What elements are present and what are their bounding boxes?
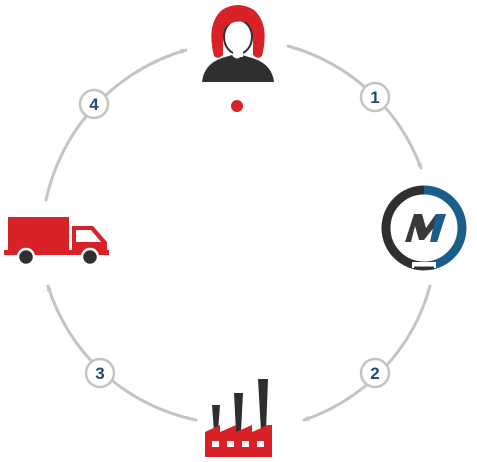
step-badge-2: 2 (359, 357, 391, 389)
factory-icon (205, 379, 272, 457)
customer-icon (202, 5, 274, 112)
arc-logo-to-factory (302, 284, 432, 422)
arc-factory-to-truck (46, 284, 198, 422)
svg-text:4: 4 (89, 95, 99, 114)
svg-text:1: 1 (370, 88, 379, 107)
arc-customer-to-logo (286, 44, 423, 170)
step-badge-1: 1 (359, 81, 391, 113)
svg-text:2: 2 (370, 364, 379, 383)
brand-logo-icon (381, 185, 467, 271)
arc-truck-to-customer (44, 48, 188, 202)
step-badge-3: 3 (84, 357, 116, 389)
delivery-truck-icon (4, 217, 109, 267)
svg-text:3: 3 (95, 364, 104, 383)
step-badge-4: 4 (78, 88, 110, 120)
